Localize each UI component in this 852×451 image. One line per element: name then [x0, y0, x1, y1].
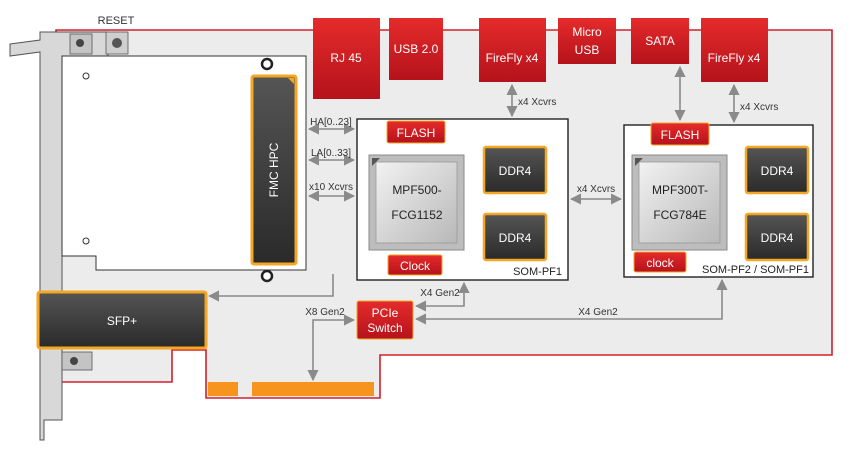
fmc-pin1-marker [288, 78, 294, 84]
pcie-edge-finger-long [252, 382, 374, 396]
ddr4-a [482, 145, 548, 195]
som-pf1-label: SOM-PF1 [513, 266, 562, 278]
rj45-connector [313, 18, 380, 99]
ddr4-b-label: DDR4 [499, 231, 532, 245]
xcvrs-mid-label: x4 Xcvrs [577, 184, 615, 195]
flash-1 [386, 120, 446, 144]
fmc-connector-post-top [260, 57, 274, 71]
bracket-screw-hole [76, 39, 84, 47]
ddr4-b [482, 212, 548, 262]
firefly-connector-1 [479, 18, 546, 82]
flash-2 [650, 122, 710, 146]
sata-connector [631, 18, 689, 64]
fmc-mount-hole-top [82, 72, 90, 80]
arrow-som1-to-sfp [207, 274, 334, 302]
x4-gen2-label-b: X4 Gen2 [578, 307, 618, 318]
fpga-chip-2-die [638, 161, 721, 244]
usb2-label: USB 2.0 [394, 42, 439, 56]
pcie-switch [356, 300, 414, 340]
fpga-chip-1-label-line1: MPF500- [392, 183, 441, 197]
usb2-connector [389, 18, 443, 80]
fmc-area [61, 55, 307, 271]
reset-button-knob[interactable] [112, 38, 122, 48]
firefly-1-label: FireFly x4 [486, 51, 539, 65]
ha-bus-label: HA[0..23] [310, 117, 352, 128]
flash-1-label: FLASH [397, 126, 436, 140]
fpga-chip-2-label-line1: MPF300T- [652, 183, 708, 197]
pcie-switch-label-line2: Switch [367, 321, 402, 335]
firefly-connector-2 [701, 18, 768, 82]
fmc-mount-hole-bottom [82, 237, 90, 245]
pcie-edge-finger-short [208, 382, 238, 396]
sfp-plus-cage [36, 290, 208, 350]
fmc-connector-post-bottom [260, 269, 274, 283]
micro-usb-connector [558, 18, 616, 64]
mounting-bracket [9, 31, 109, 441]
som-pf2-label: SOM-PF2 / SOM-PF1 [702, 264, 809, 276]
fpga-chip-2-pin1-marker [635, 158, 643, 166]
ddr4-d-label: DDR4 [761, 231, 794, 245]
fmc-hpc-connector [250, 74, 298, 266]
fpga-chip-2-label-line2: FCG784E [653, 208, 706, 222]
clock-1-label: Clock [400, 259, 431, 273]
x4-gen2-label-a: X4 Gen2 [420, 288, 460, 299]
ddr4-d [744, 212, 810, 262]
fmc-hpc-label: FMC HPC [267, 142, 281, 197]
clock-1 [387, 254, 443, 276]
ddr4-c [744, 145, 810, 195]
micro-usb-label-line2: USB [575, 43, 600, 57]
x8-gen2-label: X8 Gen2 [305, 307, 345, 318]
flash-2-label: FLASH [661, 128, 700, 142]
ddr4-a-label: DDR4 [499, 164, 532, 178]
clock-2 [633, 251, 687, 273]
fpga-chip-1-die [375, 161, 458, 244]
firefly-2-label: FireFly x4 [708, 51, 761, 65]
la-bus-label: LA[0..33] [311, 148, 351, 159]
fpga-chip-1-pin1-marker [372, 158, 380, 166]
reset-label: RESET [98, 15, 135, 27]
bracket-lower-screw [70, 357, 78, 365]
sata-label: SATA [645, 34, 675, 48]
arrow-pcie-to-edge [307, 314, 356, 382]
arrow-pcie-to-som2 [414, 278, 728, 325]
clock-2-label: clock [646, 256, 674, 270]
xcvrs-label-1: x4 Xcvrs [518, 97, 556, 108]
xcvrs-label-2: x4 Xcvrs [740, 102, 778, 113]
pcie-switch-label-line1: PCIe [372, 306, 399, 320]
sfp-plus-label: SFP+ [107, 314, 137, 328]
ddr4-c-label: DDR4 [761, 164, 794, 178]
fpga-chip-1-label-line2: FCG1152 [391, 208, 442, 222]
x10-xcvrs-label: x10 Xcvrs [309, 182, 353, 193]
connection-arrows [207, 65, 740, 382]
rj45-label: RJ 45 [330, 51, 362, 65]
micro-usb-label-line1: Micro [572, 25, 602, 39]
